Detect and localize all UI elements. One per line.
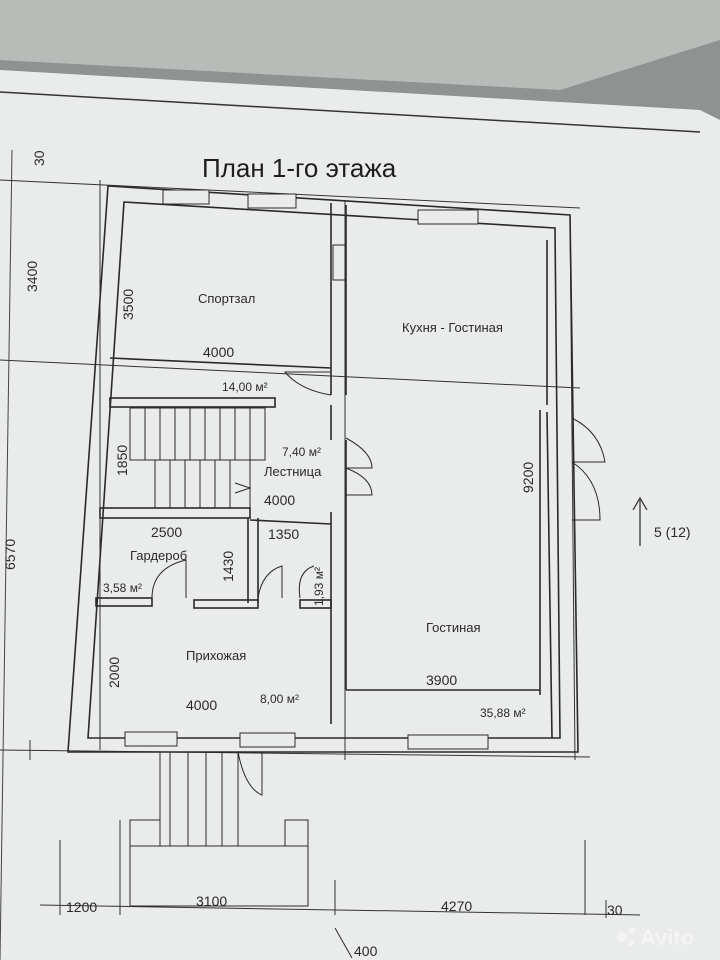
walls [67, 185, 579, 753]
entrance-porch [129, 751, 309, 907]
dim-wardrobe-width: 2500 [151, 524, 182, 540]
avito-watermark: Avito [617, 925, 694, 950]
dim-gym-width: 4000 [203, 344, 234, 360]
area-stairs: 7,40 м² [282, 445, 321, 459]
dim-hall-width: 4000 [186, 697, 217, 713]
dim-living-width: 3900 [426, 672, 457, 688]
plan-title: План 1-го этажа [202, 153, 397, 183]
dim-bottom-1200: 1200 [66, 899, 97, 915]
dim-hall-height: 2000 [106, 657, 122, 688]
dim-bath-width: 1350 [268, 526, 299, 542]
dim-bottom-4270: 4270 [441, 898, 472, 914]
sheet-border [0, 91, 701, 133]
dim-left-3400: 3400 [24, 261, 40, 292]
room-living: Гостиная [426, 620, 481, 635]
watermark-text: Avito [640, 925, 694, 950]
area-bath: 1,93 м² [312, 567, 326, 606]
staircase [129, 407, 266, 509]
section-arrow-icon [632, 496, 648, 546]
room-wardrobe: Гардероб [130, 548, 187, 563]
room-gym: Спортзал [198, 291, 255, 306]
doors [151, 371, 606, 796]
dim-left-6570: 6570 [2, 539, 18, 570]
dim-bottom-400: 400 [354, 943, 378, 959]
dim-wardrobe-height: 1430 [220, 551, 236, 582]
room-stairs: Лестница [264, 464, 322, 479]
room-hallway: Прихожая [186, 648, 246, 663]
area-wardrobe: 3,58 м² [103, 581, 142, 595]
windows [124, 189, 489, 750]
room-kitchen-living: Кухня - Гостиная [402, 320, 503, 335]
sheet-left-frame [0, 149, 13, 960]
section-mark: 5 (12) [654, 524, 691, 540]
area-gym: 14,00 м² [222, 380, 268, 394]
background-sheet [0, 0, 720, 90]
area-hallway: 8,00 м² [260, 692, 299, 706]
dim-top-30: 30 [31, 150, 47, 166]
dim-bottom-30: 30 [607, 902, 623, 918]
dim-gym-height: 3500 [120, 289, 136, 320]
dim-bottom-3100: 3100 [196, 893, 227, 909]
avito-logo-icon [617, 932, 627, 942]
dim-living-height: 9200 [520, 462, 536, 493]
paper-sheet [0, 70, 720, 960]
reference-lines [0, 179, 641, 918]
dim-stair-height: 1850 [114, 445, 130, 476]
dim-400-leader [334, 927, 353, 959]
dim-stair-width: 4000 [264, 492, 295, 508]
area-living: 35,88 м² [480, 706, 526, 720]
